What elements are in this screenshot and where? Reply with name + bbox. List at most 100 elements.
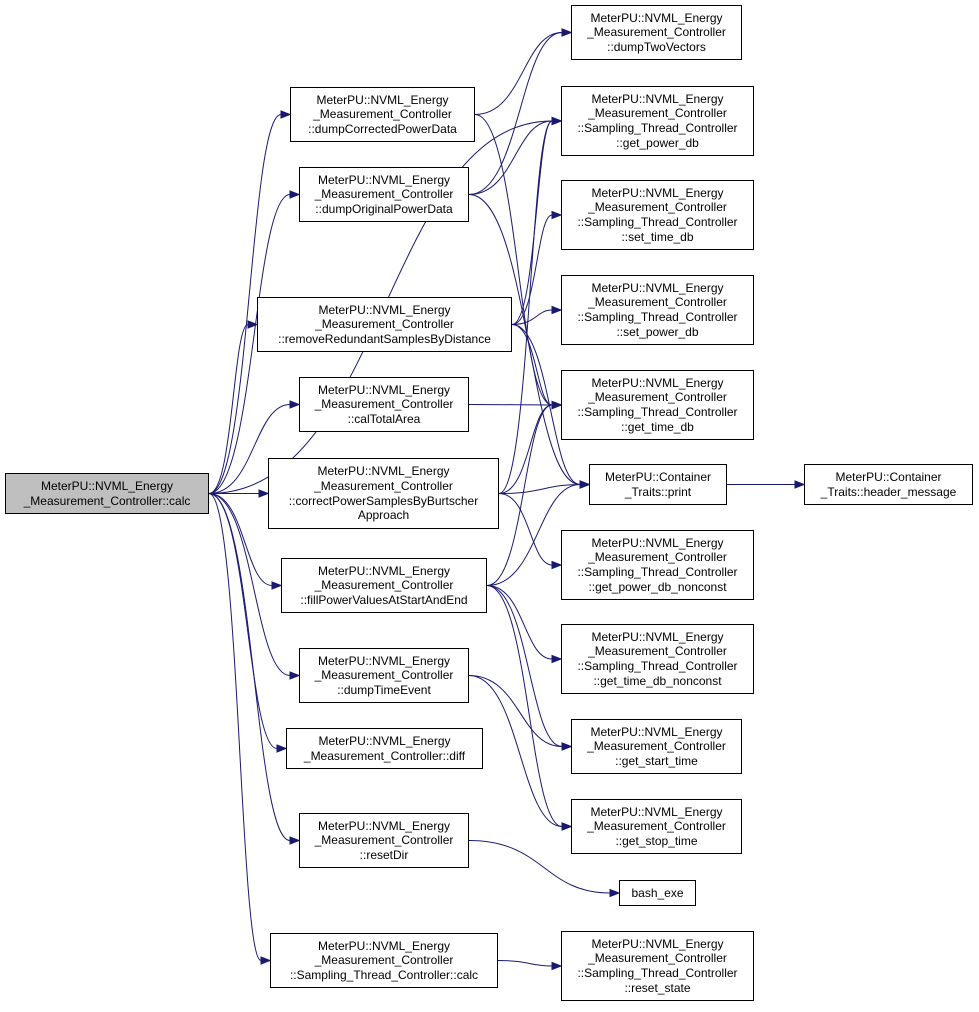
node-cal-total-area-line-1: MeterPU::NVML_Energy	[317, 382, 451, 397]
node-calc[interactable]: MeterPU::NVML_Energy _Measurement_Contro…	[5, 473, 209, 514]
node-correct-power-line-4: Approach	[357, 508, 410, 523]
node-dump-original-line-1: MeterPU::NVML_Energy	[317, 172, 451, 187]
node-correct-power-samples[interactable]: MeterPU::NVML_Energy _Measurement_Contro…	[268, 458, 499, 529]
node-get-stop-time[interactable]: MeterPU::NVML_Energy _Measurement_Contro…	[571, 799, 742, 854]
node-set-power-db-line-2: _Measurement_Controller	[588, 295, 727, 310]
node-dump-two-vectors[interactable]: MeterPU::NVML_Energy _Measurement_Contro…	[571, 5, 742, 60]
node-get-time-db-line-2: _Measurement_Controller	[588, 390, 727, 405]
node-stc-calc-line-3: ::Sampling_Thread_Controller::calc	[289, 967, 479, 982]
edge-correctPower-to-getPowerDbNonconst	[498, 493, 563, 570]
node-cal-total-area-line-2: _Measurement_Controller	[314, 397, 454, 412]
node-get-time-db-nonconst-line-3: ::Sampling_Thread_Controller	[577, 659, 738, 673]
node-get-power-db-nonconst-line-3: ::Sampling_Thread_Controller	[577, 565, 738, 579]
edge-dumpTimeEvent-to-getStartTime	[468, 675, 573, 751]
node-calc-line-2: _Measurement_Controller::calc	[23, 493, 191, 508]
edge-calc-to-removeRedundant	[208, 320, 259, 494]
node-container-traits-print[interactable]: MeterPU::Container _Traits::print	[589, 464, 727, 505]
node-dump-original-power-data[interactable]: MeterPU::NVML_Energy _Measurement_Contro…	[299, 167, 469, 222]
node-get-time-db-line-1: MeterPU::NVML_Energy	[591, 375, 724, 390]
node-fill-power-values[interactable]: MeterPU::NVML_Energy _Measurement_Contro…	[281, 558, 487, 613]
node-dump-two-vectors-line-2: _Measurement_Controller	[587, 25, 726, 40]
edge-removeRedundant-to-getTimeDb	[511, 324, 563, 410]
edge-dumpOriginal-to-dumpTwoVectors	[468, 28, 573, 195]
node-get-start-time-line-3: ::get_start_time	[615, 753, 698, 768]
node-set-power-db-line-4: ::set_power_db	[616, 324, 699, 339]
node-reset-dir-line-2: _Measurement_Controller	[314, 833, 454, 848]
node-fill-power-line-3: ::fillPowerValuesAtStartAndEnd	[300, 592, 468, 607]
node-set-power-db-line-1: MeterPU::NVML_Energy	[591, 280, 724, 295]
node-print-line-1: MeterPU::Container	[604, 469, 712, 484]
node-get-power-db-line-2: _Measurement_Controller	[588, 106, 727, 121]
node-print-line-2: _Traits::print	[624, 484, 692, 499]
node-diff[interactable]: MeterPU::NVML_Energy _Measurement_Contro…	[286, 728, 483, 769]
node-fill-power-line-1: MeterPU::NVML_Energy	[317, 563, 451, 578]
node-get-power-db-line-3: ::Sampling_Thread_Controller	[577, 121, 738, 135]
node-sampling-thread-controller-calc[interactable]: MeterPU::NVML_Energy _Measurement_Contro…	[270, 933, 498, 988]
node-dump-time-event-line-2: _Measurement_Controller	[314, 668, 454, 683]
node-container-traits-header-message[interactable]: MeterPU::Container _Traits::header_messa…	[804, 464, 973, 505]
node-dump-original-line-2: _Measurement_Controller	[314, 187, 454, 202]
node-dump-corrected-line-1: MeterPU::NVML_Energy	[316, 92, 449, 107]
node-set-time-db-line-3: ::Sampling_Thread_Controller	[577, 215, 738, 229]
node-remove-redundant-line-1: MeterPU::NVML_Energy	[318, 302, 451, 317]
node-dump-corrected-line-3: ::dumpCorrectedPowerData	[308, 121, 457, 136]
node-get-time-db[interactable]: MeterPU::NVML_Energy _Measurement_Contro…	[561, 370, 754, 440]
node-stc-calc-line-2: _Measurement_Controller	[314, 953, 454, 968]
node-reset-state-line-4: ::reset_state	[624, 980, 691, 995]
node-get-time-db-nonconst[interactable]: MeterPU::NVML_Energy _Measurement_Contro…	[561, 624, 754, 694]
edge-dumpTimeEvent-to-getStopTime	[468, 675, 573, 831]
node-diff-line-1: MeterPU::NVML_Energy	[318, 733, 451, 748]
edge-fillPower-to-getStopTime	[486, 585, 573, 831]
node-correct-power-line-2: _Measurement_Controller	[314, 478, 453, 493]
node-set-power-db-line-3: ::Sampling_Thread_Controller	[577, 310, 738, 324]
edge-dumpCorrected-to-getTimeDb	[474, 114, 563, 410]
edge-calc-to-dumpOriginal	[208, 190, 301, 494]
node-get-start-time[interactable]: MeterPU::NVML_Energy _Measurement_Contro…	[571, 719, 742, 774]
node-dump-two-vectors-line-3: ::dumpTwoVectors	[607, 39, 706, 54]
edge-calc-to-dumpCorrected	[208, 110, 292, 494]
node-correct-power-line-1: MeterPU::NVML_Energy	[317, 464, 450, 479]
node-get-power-db[interactable]: MeterPU::NVML_Energy _Measurement_Contro…	[561, 86, 754, 156]
node-set-time-db-line-2: _Measurement_Controller	[588, 200, 727, 215]
node-get-time-db-nonconst-line-2: _Measurement_Controller	[588, 644, 727, 659]
node-get-time-db-line-3: ::Sampling_Thread_Controller	[577, 405, 738, 419]
node-dump-corrected-line-2: _Measurement_Controller	[313, 107, 452, 122]
edge-print-to-headerMessage	[727, 480, 806, 489]
node-get-stop-time-line-3: ::get_stop_time	[615, 833, 698, 848]
node-dump-time-event-line-1: MeterPU::NVML_Energy	[317, 653, 451, 668]
node-get-time-db-nonconst-line-1: MeterPU::NVML_Energy	[591, 629, 724, 644]
node-reset-state-line-1: MeterPU::NVML_Energy	[591, 936, 724, 951]
node-reset-dir[interactable]: MeterPU::NVML_Energy _Measurement_Contro…	[299, 813, 469, 868]
node-reset-state[interactable]: MeterPU::NVML_Energy _Measurement_Contro…	[561, 931, 754, 1001]
node-cal-total-area[interactable]: MeterPU::NVML_Energy _Measurement_Contro…	[299, 377, 469, 432]
node-bash-exe[interactable]: bash_exe	[619, 880, 696, 906]
node-dump-two-vectors-line-1: MeterPU::NVML_Energy	[590, 10, 723, 25]
edge-fillPower-to-print	[486, 480, 591, 586]
node-header-message-line-1: MeterPU::Container	[835, 469, 942, 484]
node-get-power-db-nonconst-line-4: ::get_power_db_nonconst	[588, 579, 727, 594]
node-get-start-time-line-1: MeterPU::NVML_Energy	[590, 724, 723, 739]
node-dump-corrected-power-data[interactable]: MeterPU::NVML_Energy _Measurement_Contro…	[290, 87, 475, 142]
node-remove-redundant-samples[interactable]: MeterPU::NVML_Energy _Measurement_Contro…	[257, 297, 512, 352]
edge-removeRedundant-to-setPowerDb	[511, 305, 563, 325]
edge-correctPower-to-getPowerDb	[498, 116, 563, 494]
node-get-time-db-nonconst-line-4: ::get_time_db_nonconst	[593, 673, 722, 688]
node-set-time-db[interactable]: MeterPU::NVML_Energy _Measurement_Contro…	[561, 180, 754, 250]
node-get-start-time-line-2: _Measurement_Controller	[587, 739, 726, 754]
node-reset-dir-line-3: ::resetDir	[359, 847, 409, 862]
node-get-stop-time-line-2: _Measurement_Controller	[587, 819, 726, 834]
edge-calc-to-resetDir	[208, 493, 301, 845]
node-get-power-db-nonconst-line-1: MeterPU::NVML_Energy	[591, 535, 724, 550]
node-stc-calc-line-1: MeterPU::NVML_Energy	[317, 938, 451, 953]
node-dump-time-event[interactable]: MeterPU::NVML_Energy _Measurement_Contro…	[299, 648, 469, 703]
node-set-power-db[interactable]: MeterPU::NVML_Energy _Measurement_Contro…	[561, 275, 754, 345]
node-get-power-db-nonconst[interactable]: MeterPU::NVML_Energy _Measurement_Contro…	[561, 530, 754, 600]
node-set-time-db-line-4: ::set_time_db	[621, 229, 694, 244]
edge-fillPower-to-getTimeDb	[486, 400, 563, 586]
node-header-message-line-2: _Traits::header_message	[820, 484, 957, 499]
edge-removeRedundant-to-setTimeDb	[511, 210, 563, 325]
node-remove-redundant-line-2: _Measurement_Controller	[315, 317, 454, 332]
node-dump-original-line-3: ::dumpOriginalPowerData	[315, 201, 453, 216]
node-correct-power-line-3: ::correctPowerSamplesByBurtscher	[288, 493, 479, 508]
